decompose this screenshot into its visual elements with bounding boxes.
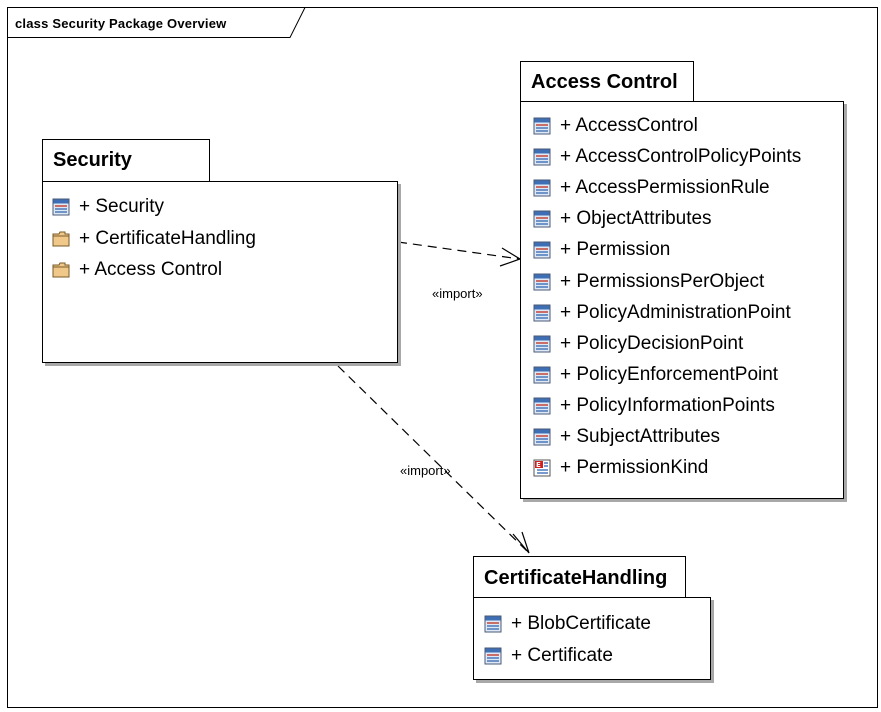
package-element[interactable]: + PolicyInformationPoints bbox=[533, 391, 775, 421]
import-line-certificate-handling bbox=[337, 365, 530, 554]
class-icon bbox=[52, 198, 70, 216]
package-element[interactable]: + ObjectAttributes bbox=[533, 204, 712, 234]
package-element-label: + PolicyAdministrationPoint bbox=[560, 301, 791, 323]
package-name-access-control: Access Control bbox=[531, 71, 678, 93]
package-tab-security[interactable]: Security bbox=[42, 139, 210, 182]
package-element[interactable]: + PolicyAdministrationPoint bbox=[533, 298, 791, 328]
package-element-label: + Permission bbox=[560, 239, 671, 261]
package-tab-certificate-handling[interactable]: CertificateHandling bbox=[473, 556, 686, 598]
frame-title-border bbox=[7, 7, 306, 38]
package-element[interactable]: + BlobCertificate bbox=[484, 609, 651, 639]
class-icon bbox=[533, 210, 551, 228]
class-icon bbox=[533, 273, 551, 291]
package-element-label: + ObjectAttributes bbox=[560, 208, 712, 230]
package-element[interactable]: + AccessControlPolicyPoints bbox=[533, 142, 801, 172]
class-icon bbox=[533, 397, 551, 415]
folder-icon bbox=[52, 261, 70, 279]
frame-title: class Security Package Overview bbox=[15, 16, 227, 31]
package-element-label: + AccessControlPolicyPoints bbox=[560, 146, 802, 168]
class-icon bbox=[533, 428, 551, 446]
package-element[interactable]: + Security bbox=[52, 192, 164, 222]
import-arrowhead-certificate-handling bbox=[512, 531, 530, 554]
class-icon bbox=[533, 241, 551, 259]
package-element[interactable]: + Certificate bbox=[484, 641, 613, 671]
package-body-certificate-handling[interactable] bbox=[473, 597, 711, 680]
folder-icon bbox=[52, 230, 70, 248]
class-icon bbox=[533, 148, 551, 166]
package-element-label: + Security bbox=[79, 196, 165, 217]
package-tab-access-control[interactable]: Access Control bbox=[520, 61, 694, 102]
package-body-security[interactable] bbox=[42, 181, 398, 363]
package-element[interactable]: E + PermissionKind bbox=[533, 453, 708, 483]
package-element-label: + AccessPermissionRule bbox=[560, 177, 770, 199]
package-element-label: + AccessControl bbox=[560, 115, 698, 136]
package-element[interactable]: + Permission bbox=[533, 235, 670, 265]
package-element-label: + PermissionKind bbox=[560, 457, 709, 479]
package-element-label: + Certificate bbox=[511, 645, 613, 666]
package-element[interactable]: + AccessPermissionRule bbox=[533, 173, 770, 203]
class-icon bbox=[484, 615, 502, 633]
class-icon bbox=[533, 366, 551, 384]
package-body-access-control[interactable] bbox=[520, 101, 844, 499]
package-element[interactable]: + PolicyDecisionPoint bbox=[533, 329, 743, 359]
package-element-label: + PolicyEnforcementPoint bbox=[560, 363, 779, 385]
package-name-certificate-handling: CertificateHandling bbox=[484, 567, 668, 589]
import-label-certificate-handling: «import» bbox=[400, 463, 451, 478]
package-element-label: + CertificateHandling bbox=[79, 227, 256, 249]
package-element[interactable]: + SubjectAttributes bbox=[533, 422, 720, 452]
package-element[interactable]: + CertificateHandling bbox=[52, 224, 256, 254]
svg-text:E: E bbox=[536, 461, 541, 469]
package-element-label: + PolicyInformationPoints bbox=[560, 394, 775, 416]
package-element-label: + PolicyDecisionPoint bbox=[560, 332, 744, 354]
package-element[interactable]: + Access Control bbox=[52, 255, 222, 285]
import-line-access-control bbox=[397, 241, 521, 260]
package-name-security: Security bbox=[53, 149, 132, 171]
package-element[interactable]: + AccessControl bbox=[533, 111, 698, 141]
class-icon bbox=[484, 647, 502, 665]
class-icon bbox=[533, 117, 551, 135]
class-icon bbox=[533, 304, 551, 322]
import-label-access-control: «import» bbox=[432, 286, 483, 301]
package-element-label: + SubjectAttributes bbox=[560, 426, 721, 447]
package-element[interactable]: + PermissionsPerObject bbox=[533, 267, 764, 297]
package-element-label: + Access Control bbox=[79, 259, 223, 280]
class-icon bbox=[533, 179, 551, 197]
package-element[interactable]: + PolicyEnforcementPoint bbox=[533, 360, 778, 390]
package-element-label: + PermissionsPerObject bbox=[560, 270, 765, 292]
package-element-label: + BlobCertificate bbox=[511, 613, 651, 634]
diagram-frame bbox=[7, 7, 878, 708]
class-icon bbox=[533, 335, 551, 353]
enum-icon: E bbox=[533, 459, 551, 477]
